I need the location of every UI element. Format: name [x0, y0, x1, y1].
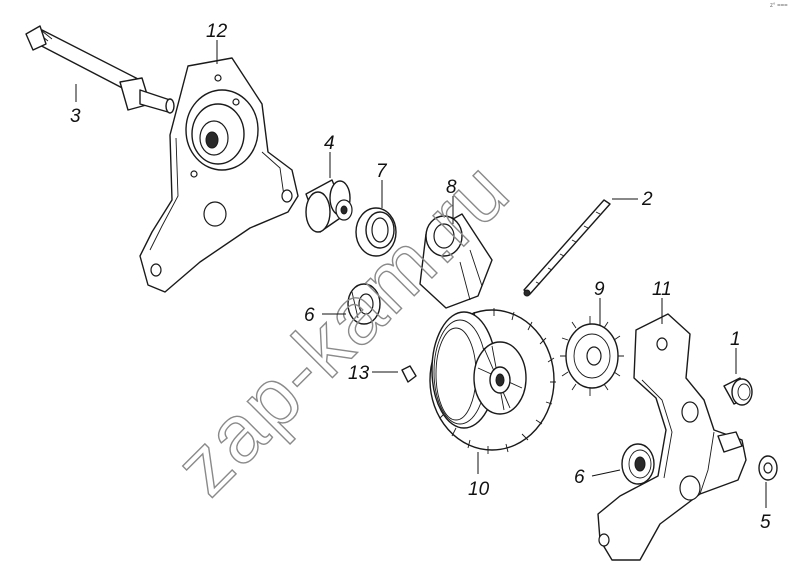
callout-9: 9	[594, 279, 605, 300]
part-6-washer-upper	[347, 283, 381, 325]
part-3-shaft	[25, 25, 175, 114]
part-5-washer	[758, 455, 778, 481]
callout-11: 11	[652, 279, 672, 300]
part-7-ring	[355, 207, 397, 257]
callout-12: 12	[206, 21, 228, 42]
part-11-bracket	[597, 313, 747, 561]
callout-10: 10	[468, 479, 490, 500]
callout-4: 4	[324, 133, 335, 154]
callout-6-upper: 6	[304, 305, 315, 326]
part-1-bolt	[723, 377, 753, 406]
callout-labels: 12 3 4 7 8 2 6 9 11 1 13 10 6 5	[70, 21, 771, 533]
part-10-gear	[429, 308, 556, 454]
part-2-rod	[523, 199, 611, 297]
callout-5: 5	[760, 512, 771, 533]
leader-lines	[75, 40, 767, 508]
part-6-bearing-lower	[621, 443, 655, 485]
part-4-bushing	[305, 179, 353, 233]
callout-7: 7	[376, 161, 388, 182]
part-9-small-gear	[560, 316, 624, 396]
callout-1: 1	[730, 329, 741, 350]
corner-mark: z° ===	[770, 3, 788, 9]
callout-3: 3	[70, 106, 81, 127]
part-8-sleeve	[419, 213, 493, 309]
callout-13: 13	[348, 363, 370, 384]
callout-2: 2	[641, 189, 653, 210]
part-12-bracket	[139, 57, 299, 293]
part-13-key	[401, 365, 417, 383]
callout-8: 8	[446, 177, 457, 198]
callout-6-lower: 6	[574, 467, 585, 488]
